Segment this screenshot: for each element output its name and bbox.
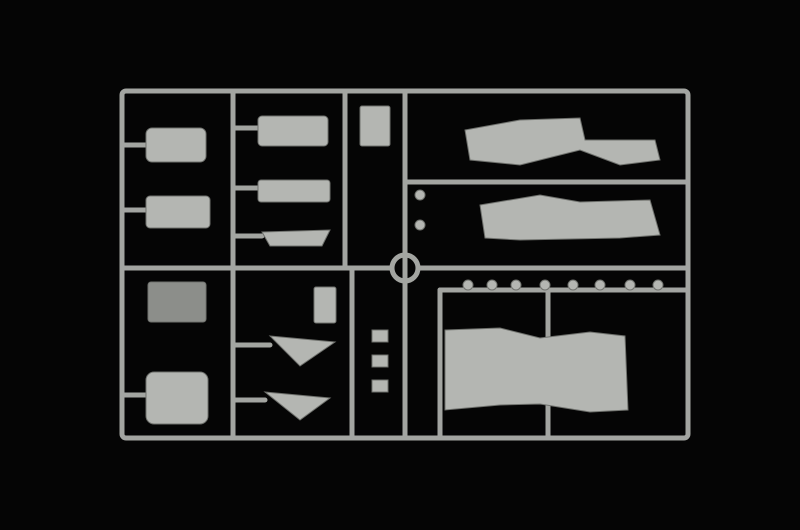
part-wheel-hub xyxy=(652,279,664,291)
part-seat-back xyxy=(145,127,207,163)
part-wheel-hub xyxy=(510,279,522,291)
part-wheel-hub xyxy=(539,279,551,291)
part-wheel-hub xyxy=(624,279,636,291)
part-body-side-upper xyxy=(464,117,661,166)
part-panel xyxy=(359,105,391,147)
part-grille xyxy=(257,179,331,203)
part-chassis xyxy=(444,327,629,413)
part-body-side-lower xyxy=(479,194,661,241)
part-wheel-hub xyxy=(486,279,498,291)
part-box xyxy=(313,286,337,324)
part-bumper xyxy=(261,229,331,247)
part-knob xyxy=(414,189,426,201)
part-wheel-hub xyxy=(462,279,474,291)
part-small xyxy=(371,379,389,393)
part-small xyxy=(371,329,389,343)
part-small xyxy=(371,354,389,368)
sprue-hub-ring xyxy=(389,252,421,284)
part-dashboard xyxy=(147,281,207,323)
part-seat-cushion xyxy=(145,371,209,425)
parts xyxy=(145,105,664,425)
part-hood xyxy=(257,115,329,147)
part-wheel-hub xyxy=(594,279,606,291)
part-seat-panel xyxy=(145,195,211,229)
part-fender-right xyxy=(263,391,332,421)
part-fender-left xyxy=(268,335,337,367)
part-wheel-hub xyxy=(567,279,579,291)
part-knob xyxy=(414,219,426,231)
